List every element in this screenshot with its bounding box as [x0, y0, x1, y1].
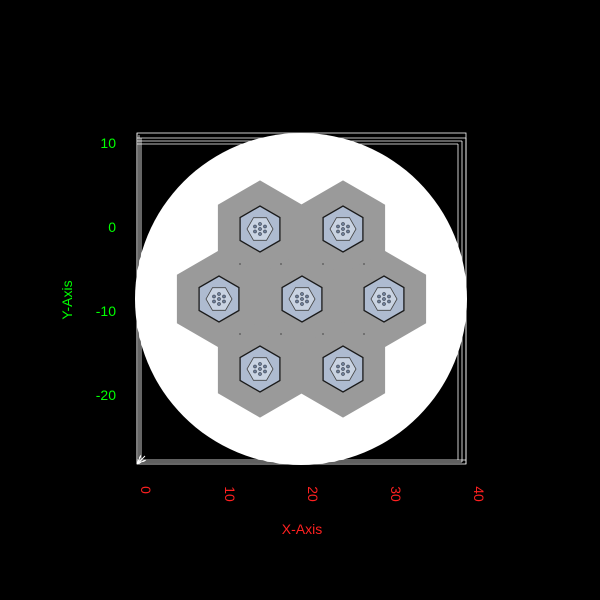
fuel-pin	[377, 294, 381, 299]
fuel-pin	[346, 224, 350, 229]
fuel-pin	[217, 302, 221, 306]
y-axis-title: Y-Axis	[59, 280, 75, 319]
fuel-pin	[253, 364, 257, 369]
fuel-pin	[295, 299, 299, 304]
gap-marker	[363, 263, 365, 265]
y-tick-label: 0	[108, 219, 116, 235]
x-tick-label: 30	[388, 486, 404, 502]
fuel-pin	[305, 299, 309, 304]
fuel-pin	[263, 369, 267, 374]
fuel-pin	[212, 299, 216, 304]
y-tick-label: -10	[96, 303, 116, 319]
fuel-pin	[300, 302, 304, 306]
fuel-pin	[336, 229, 340, 234]
fuel-pin	[341, 362, 345, 366]
fuel-pin	[212, 294, 216, 299]
reactor-core-scene[interactable]	[135, 133, 467, 465]
fuel-pin	[253, 369, 257, 374]
fuel-pin	[300, 297, 304, 301]
gap-marker	[280, 333, 282, 335]
gap-marker	[280, 263, 282, 265]
fuel-pin	[217, 297, 221, 301]
fuel-pin	[222, 299, 226, 304]
fuel-pin	[253, 224, 257, 229]
fuel-pin	[263, 224, 267, 229]
fuel-pin	[305, 294, 309, 299]
fuel-pin	[387, 294, 391, 299]
fuel-pin	[377, 299, 381, 304]
fuel-pin	[382, 302, 386, 306]
fuel-pin	[341, 227, 345, 231]
fuel-pin	[341, 372, 345, 376]
fuel-pin	[217, 292, 221, 296]
fuel-pin	[346, 229, 350, 234]
fuel-pin	[336, 224, 340, 229]
fuel-pin	[258, 367, 262, 371]
y-tick-label: 10	[100, 135, 116, 151]
gap-marker	[322, 333, 324, 335]
x-tick-label: 40	[471, 486, 487, 502]
fuel-pin	[258, 227, 262, 231]
fuel-pin	[300, 292, 304, 296]
fuel-pin	[253, 229, 257, 234]
x-tick-label: 20	[305, 486, 321, 502]
fuel-pin	[336, 369, 340, 374]
fuel-pin	[382, 297, 386, 301]
fuel-pin	[258, 362, 262, 366]
y-tick-label: -20	[96, 387, 116, 403]
fuel-pin	[263, 364, 267, 369]
fuel-pin	[295, 294, 299, 299]
fuel-pin	[341, 232, 345, 236]
x-tick-label: 10	[222, 486, 238, 502]
fuel-pin	[258, 372, 262, 376]
fuel-pin	[341, 222, 345, 226]
gap-marker	[363, 333, 365, 335]
gap-marker	[239, 333, 241, 335]
fuel-pin	[258, 232, 262, 236]
fuel-pin	[222, 294, 226, 299]
fuel-pin	[382, 292, 386, 296]
x-tick-label: 0	[138, 486, 154, 494]
fuel-pin	[387, 299, 391, 304]
x-axis-title: X-Axis	[282, 521, 322, 537]
fuel-pin	[263, 229, 267, 234]
fuel-pin	[258, 222, 262, 226]
origin-axes-icon	[136, 454, 147, 465]
gap-marker	[239, 263, 241, 265]
fuel-pin	[346, 364, 350, 369]
fuel-pin	[346, 369, 350, 374]
fuel-pin	[341, 367, 345, 371]
gap-marker	[322, 263, 324, 265]
fuel-pin	[336, 364, 340, 369]
